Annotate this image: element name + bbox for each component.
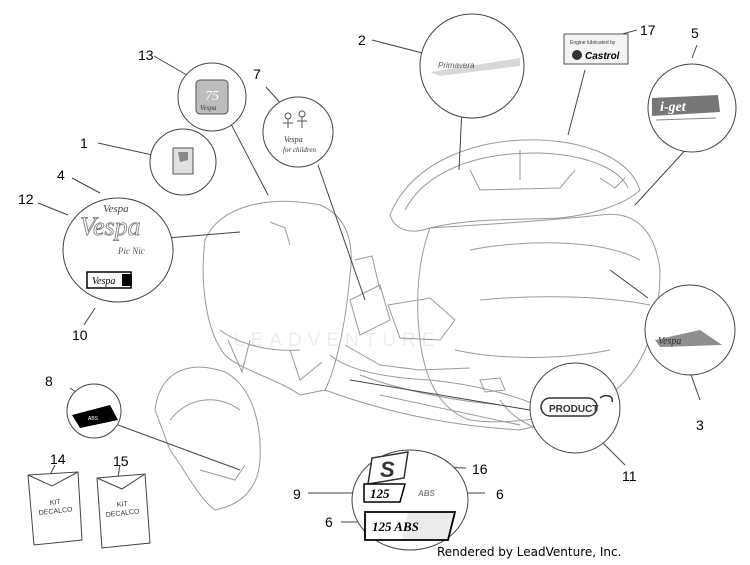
decal-12-vespa-text: Vespa (80, 212, 141, 241)
decal-13-badge: 75 Vespa (195, 79, 229, 115)
decal-12-vespa-picnic: Vespa Pic Nic Vespa (80, 203, 145, 256)
decal-8-text: ABS (88, 416, 99, 422)
decal-7-caption: for children (283, 146, 316, 154)
callout-numbers: 1 2 3 4 5 6 6 7 8 9 10 11 12 13 14 15 16… (18, 22, 704, 530)
decal-6b-125abs: 125 ABS (364, 511, 457, 541)
decal-7-children: Vespa for children (283, 110, 316, 154)
callout-number-2: 2 (358, 32, 366, 48)
decal-14-kit: KIT DECALCO (27, 471, 83, 546)
decal-6a-abs: ABS (417, 489, 436, 498)
callout-number-8: 8 (45, 373, 53, 389)
bubble-7 (262, 96, 334, 168)
decal-9-text: 125 (370, 486, 390, 501)
decal-16-text: S (380, 457, 395, 482)
decal-12-picnic-text: Pic Nic (117, 246, 145, 256)
decal-17-castrol: Engine lubricated by Castrol (563, 33, 629, 65)
decal-3-text: Vespa (658, 336, 681, 347)
decal-10-vespa-badge: Vespa (86, 271, 132, 289)
decal-2-primavera: Primavera (430, 58, 520, 76)
decal-5-text: i-get (660, 100, 687, 115)
callout-number-13: 13 (138, 47, 154, 63)
decal-9-125: 125 (363, 483, 406, 503)
decal-2-text: Primavera (438, 61, 475, 70)
callout-number-6a: 6 (496, 486, 504, 502)
decal-11-product: PRODUCT (540, 394, 614, 417)
bubble-3 (644, 284, 736, 376)
decal-11-text: PRODUCT (549, 404, 598, 415)
callout-number-11: 11 (622, 468, 637, 484)
decal-15-kit: KIT DECALCO (96, 473, 151, 549)
callout-number-9: 9 (293, 486, 301, 502)
decal-8-abs: ABS (72, 405, 118, 428)
callout-number-16: 16 (472, 461, 488, 477)
watermark: LEADVENTURE (234, 330, 441, 351)
decal-14-line2: DECALCO (38, 506, 73, 517)
callout-number-5: 5 (691, 25, 699, 41)
decal-13-vespa-text: Vespa (200, 104, 217, 112)
callout-number-4: 4 (57, 167, 65, 183)
decal-16-s-badge: S (367, 451, 409, 485)
decal-10-vespa-text: Vespa (92, 276, 115, 287)
callout-number-7: 7 (253, 66, 261, 82)
callout-number-17: 17 (640, 22, 656, 38)
decal-17-top-text: Engine lubricated by (570, 40, 616, 46)
decal-15-line1: KIT (116, 501, 128, 509)
callout-number-3: 3 (696, 417, 704, 433)
decal-1-square (172, 147, 194, 175)
decal-7-vespa-text: Vespa (284, 135, 303, 144)
decal-17-brand-text: Castrol (585, 51, 620, 62)
callout-number-10: 10 (72, 327, 88, 343)
credit-caption: Rendered by LeadVenture, Inc. (437, 545, 622, 559)
svg-text:75: 75 (205, 89, 219, 104)
callout-number-1: 1 (80, 135, 88, 151)
decal-4-vespa-text: Vespa (103, 203, 129, 215)
callout-number-14: 14 (50, 451, 66, 467)
scooter-outline (154, 139, 661, 511)
callout-number-12: 12 (18, 191, 34, 207)
decal-3-vespa-swoosh: Vespa (655, 330, 722, 347)
decal-6a-text: ABS (417, 489, 436, 498)
callout-number-15: 15 (113, 453, 129, 469)
decal-15-line2: DECALCO (105, 508, 140, 519)
decal-6b-text: 125 ABS (372, 519, 419, 534)
callout-number-6b: 6 (325, 514, 333, 530)
decal-5-iget: i-get (652, 95, 720, 121)
decal-14-line1: KIT (49, 499, 61, 507)
